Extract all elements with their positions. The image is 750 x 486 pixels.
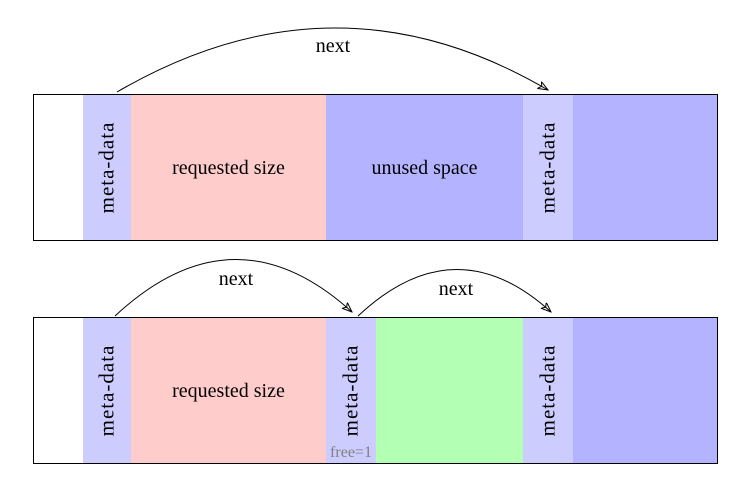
segment-requested-size: requested size xyxy=(131,318,326,463)
segment-allocated-tail xyxy=(573,95,717,240)
meta-data-label: meta-data xyxy=(94,121,119,214)
segment-empty xyxy=(34,95,83,240)
memory-bar-after-split: meta-data requested size meta-data free=… xyxy=(33,317,718,464)
requested-size-label: requested size xyxy=(172,156,285,179)
memory-bar-before-split: meta-data requested size unused space me… xyxy=(33,94,718,241)
requested-size-label: requested size xyxy=(172,379,285,402)
segment-requested-size: requested size xyxy=(131,95,326,240)
free-flag-label: free=1 xyxy=(330,444,372,461)
unused-space-label: unused space xyxy=(371,156,478,179)
next-label-top: next xyxy=(315,35,351,57)
segment-unused-space: unused space xyxy=(326,95,523,240)
meta-data-label: meta-data xyxy=(338,344,363,437)
segment-meta-data-1: meta-data xyxy=(83,318,131,463)
meta-data-label: meta-data xyxy=(535,344,560,437)
next-label-bottom-left: next xyxy=(218,268,254,290)
segment-allocated-tail xyxy=(573,318,717,463)
segment-meta-data-2: meta-data free=1 xyxy=(326,318,376,463)
meta-data-label: meta-data xyxy=(535,121,560,214)
segment-empty xyxy=(34,318,83,463)
segment-meta-data-3: meta-data xyxy=(523,318,573,463)
meta-data-label: meta-data xyxy=(94,344,119,437)
next-label-bottom-right: next xyxy=(438,278,474,300)
segment-free-space xyxy=(376,318,523,463)
segment-meta-data-1: meta-data xyxy=(83,95,131,240)
segment-meta-data-2: meta-data xyxy=(523,95,573,240)
